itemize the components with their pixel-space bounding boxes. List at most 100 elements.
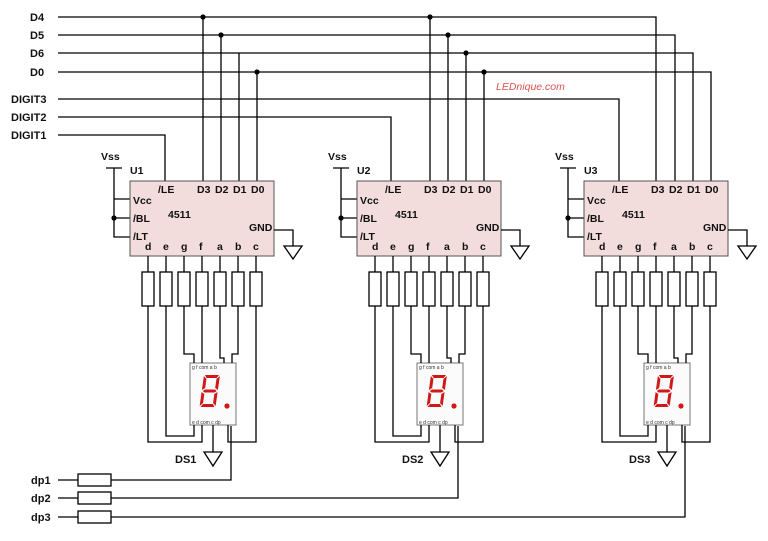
- supply-wire: [333, 167, 357, 238]
- pin-label: D3: [651, 184, 665, 196]
- pin-label: g: [181, 241, 187, 253]
- pin-label: b: [462, 241, 468, 253]
- segment-resistor: [195, 271, 209, 307]
- pin-label: /LT: [133, 231, 149, 243]
- seg-a-route: [219, 306, 225, 363]
- segment-resistor: [476, 271, 490, 307]
- pin-label: D0: [478, 184, 492, 196]
- digit3-wire: [58, 98, 620, 185]
- segment-resistor: [667, 271, 681, 307]
- seg-e-route: [165, 306, 195, 437]
- gnd-wire: [274, 229, 294, 246]
- segment-a: [205, 375, 219, 378]
- segment-e: [426, 392, 432, 406]
- pin-label: D2: [215, 184, 229, 196]
- display-ref: DS3: [629, 454, 650, 466]
- pin-label: a: [217, 241, 223, 253]
- junction-dot: [427, 14, 433, 20]
- junction-dot: [445, 32, 451, 38]
- segment-resistor: [141, 271, 155, 307]
- segment-a: [659, 375, 673, 378]
- decoder-chip: [356, 180, 502, 257]
- display-pin-text: g f com a b: [646, 365, 671, 371]
- seg-a-route: [673, 306, 679, 363]
- seg-b-route: [231, 306, 239, 363]
- seg-c-route: [681, 306, 711, 443]
- segment-b: [215, 376, 220, 390]
- pin-label: g: [408, 241, 414, 253]
- dp2-wire: [58, 426, 459, 499]
- gnd-wire: [501, 229, 521, 246]
- dp1-wire: [58, 426, 232, 481]
- pin-label: /LE: [612, 184, 628, 196]
- pin-label: GND: [703, 222, 727, 234]
- dp-label: dp1: [31, 475, 51, 487]
- segment-resistor: [440, 271, 454, 307]
- pin-label: e: [390, 241, 396, 253]
- segment-resistor: [231, 271, 245, 307]
- pin-label: Vcc: [133, 195, 152, 207]
- pin-label: /LE: [385, 184, 401, 196]
- pin-label: D2: [669, 184, 683, 196]
- pin-label: GND: [249, 222, 273, 234]
- pin-label: f: [199, 241, 203, 253]
- ground-symbol: [736, 245, 758, 261]
- junction-dot: [463, 50, 469, 56]
- segment-c: [667, 392, 672, 406]
- segment-d: [200, 404, 215, 407]
- bus-d0-wire: [58, 71, 712, 185]
- dp3-wire: [58, 426, 686, 518]
- seg-d-route: [601, 306, 657, 443]
- supply-label: Vss: [555, 151, 574, 163]
- segment-resistor: [703, 271, 717, 307]
- segment-resistor: [386, 271, 400, 307]
- junction-dot: [565, 215, 571, 221]
- decoder-chip: [129, 180, 275, 257]
- bus-label: D0: [30, 67, 44, 79]
- seven-segment-display: [189, 362, 237, 426]
- pin-label: a: [444, 241, 450, 253]
- pin-label: f: [426, 241, 430, 253]
- chip-part: 4511: [395, 209, 418, 221]
- chip-ref: U3: [584, 165, 598, 177]
- pin-label: D1: [687, 184, 701, 196]
- pin-label: /BL: [587, 213, 605, 225]
- seg-g-route: [410, 306, 422, 363]
- pin-label: c: [707, 241, 713, 253]
- segment-c: [440, 392, 445, 406]
- decimal-point: [451, 403, 457, 409]
- display-pin-text: e d com c dp: [646, 420, 675, 426]
- segment-resistor: [159, 271, 173, 307]
- pin-label: D2: [442, 184, 456, 196]
- segment-resistor: [613, 271, 627, 307]
- digit1-wire: [58, 134, 166, 185]
- segment-g: [429, 389, 444, 393]
- segment-resistor: [404, 271, 418, 307]
- net-labels: D4 D5 D6 D0 DIGIT3 DIGIT2 DIGIT1 dp1 dp2…: [11, 12, 565, 524]
- dp2-resistor: [77, 491, 112, 505]
- ground-symbol: [656, 451, 678, 468]
- junction-dot: [200, 14, 206, 20]
- bus-label: D4: [30, 12, 45, 24]
- junction-dot: [338, 215, 344, 221]
- pin-label: D1: [460, 184, 474, 196]
- seg-d-route: [147, 306, 203, 443]
- bus-label: D6: [30, 48, 44, 60]
- segment-resistor: [458, 271, 472, 307]
- digit-eight: [199, 375, 220, 407]
- decoder-chip: [583, 180, 729, 257]
- segment-resistor: [649, 271, 663, 307]
- watermark: LEDnique.com: [496, 81, 565, 93]
- gnd-wire: [728, 229, 748, 246]
- segment-resistor: [177, 271, 191, 307]
- pin-label: Vcc: [360, 195, 379, 207]
- segment-b: [442, 376, 447, 390]
- pin-label: /BL: [133, 213, 151, 225]
- decimal-point: [678, 403, 684, 409]
- pin-label: /BL: [360, 213, 378, 225]
